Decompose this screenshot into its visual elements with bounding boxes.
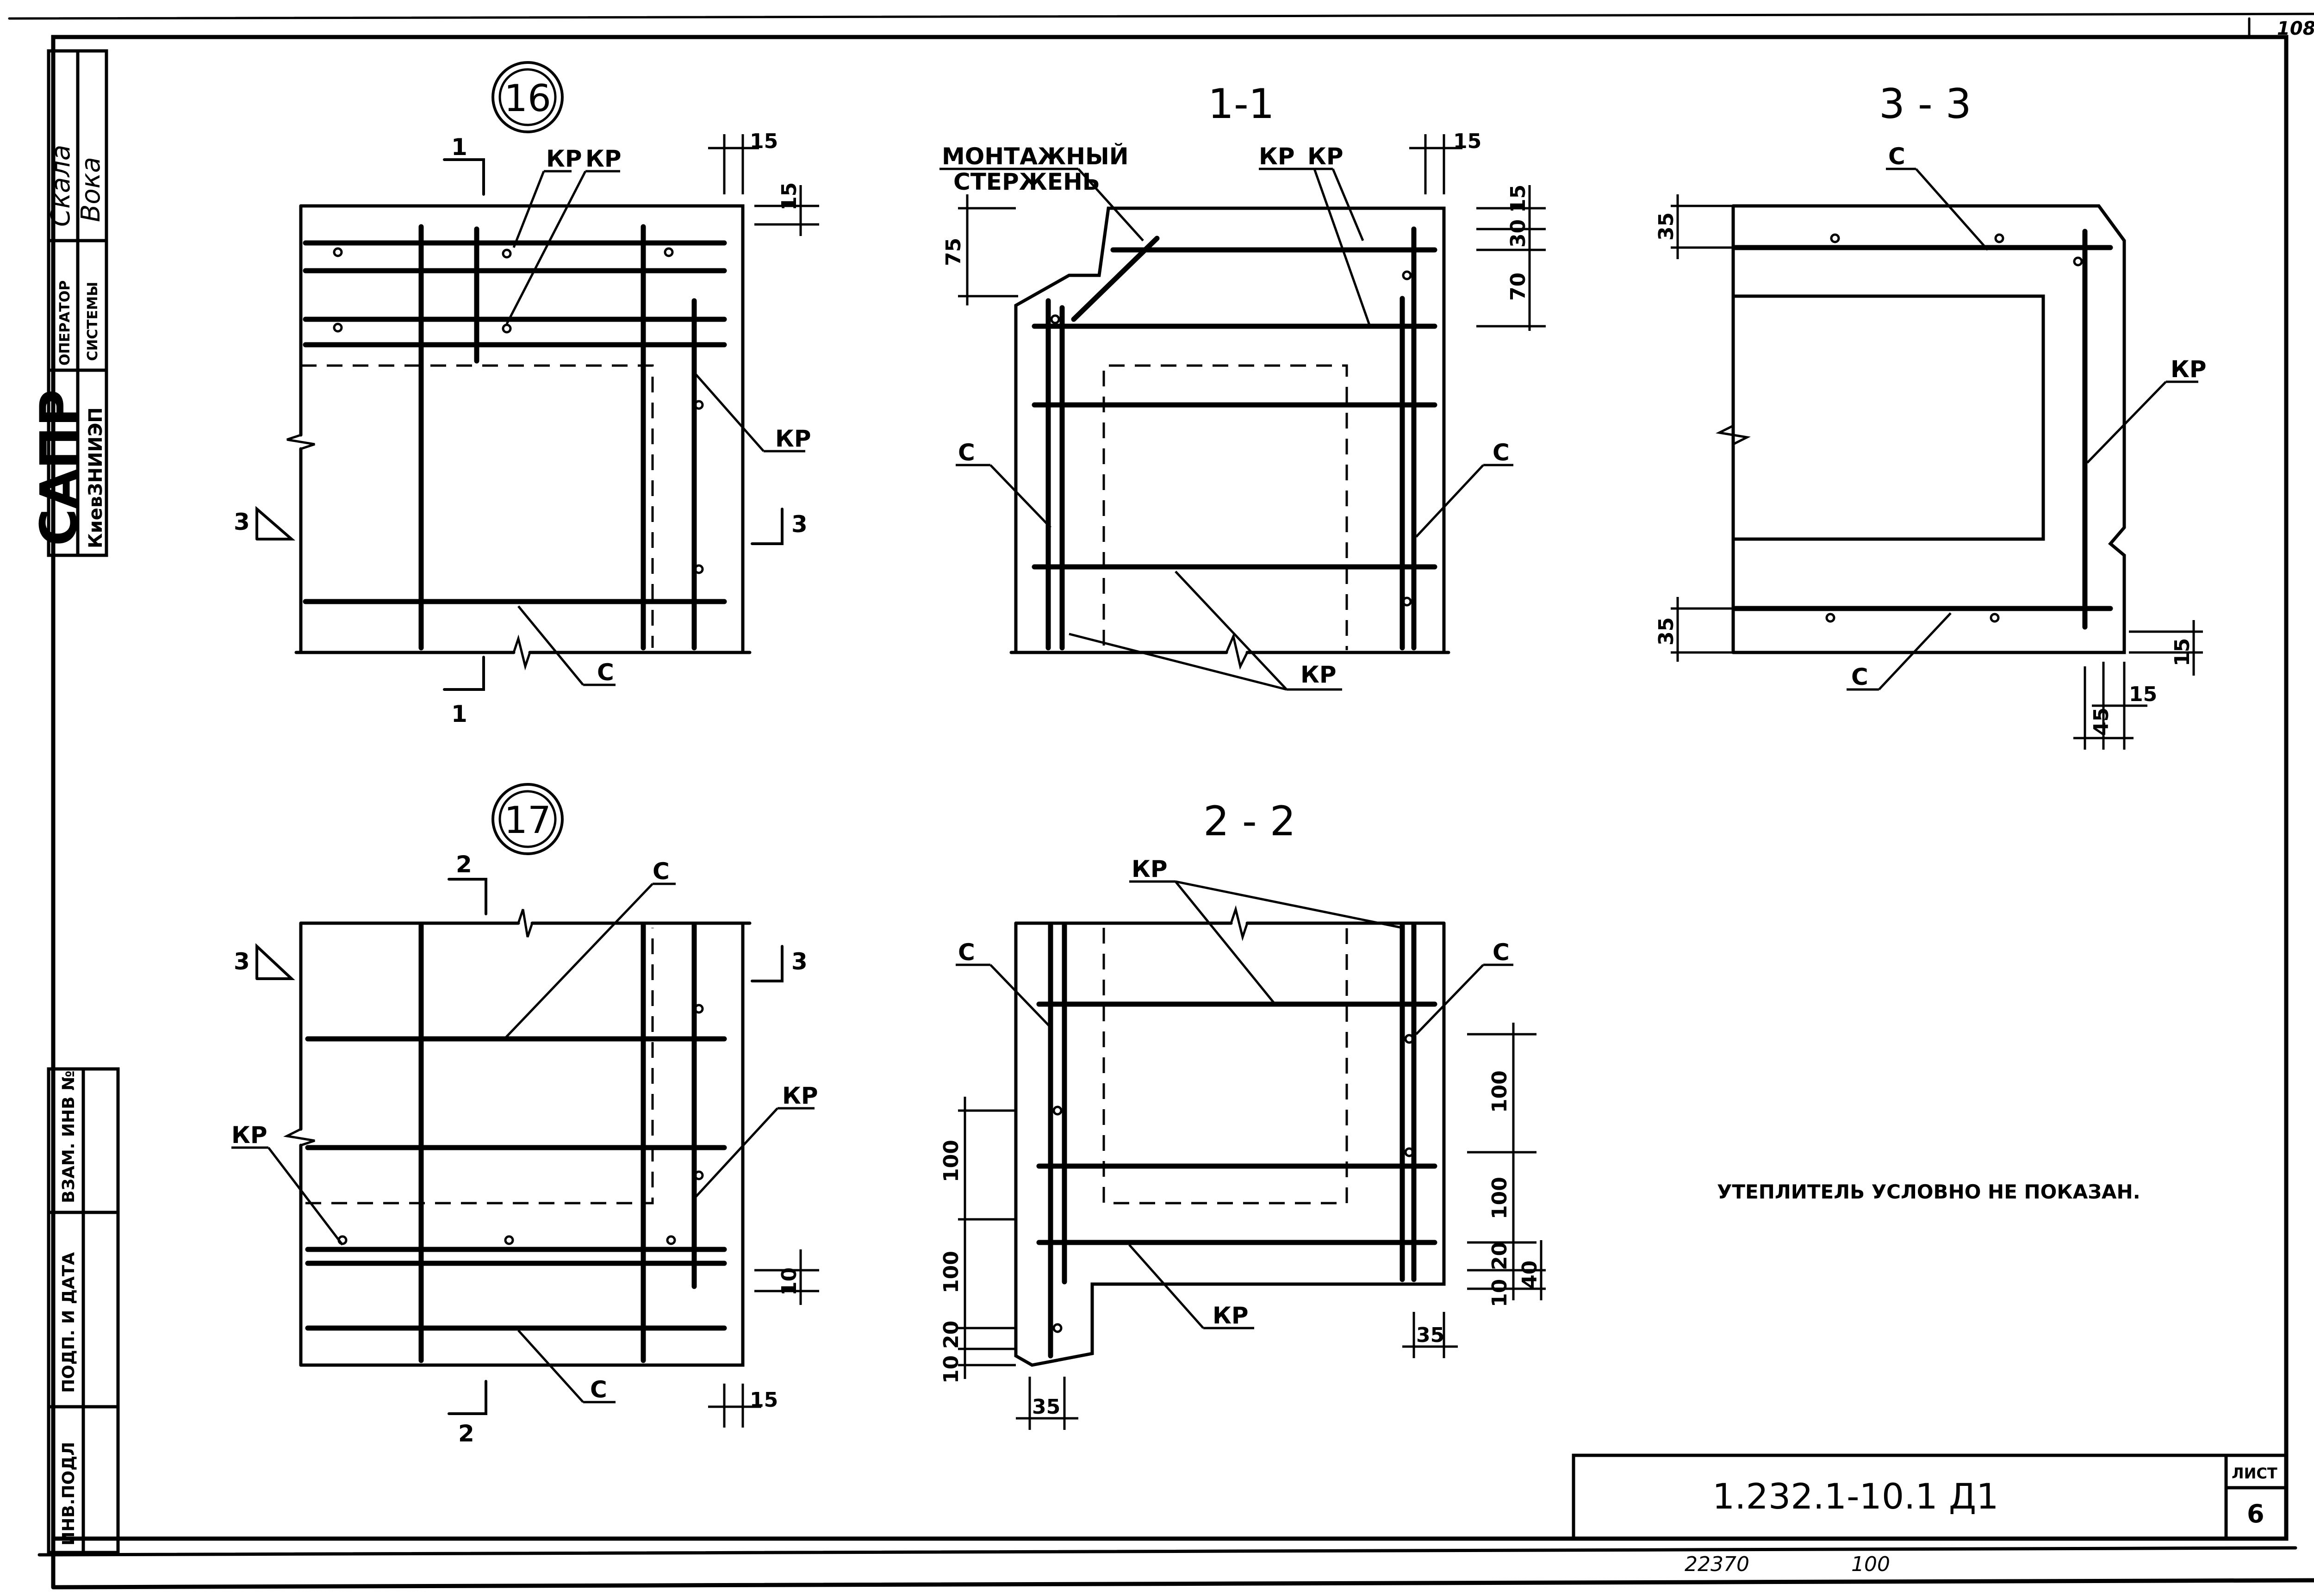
node-16-dim-a: 15: [750, 130, 778, 153]
sheet-number: 6: [2247, 1499, 2264, 1528]
node-16-cut3-left: 3: [234, 509, 250, 535]
node-16-kr-label-1: КР: [546, 145, 582, 172]
section-3-3-kr-label: КР: [2171, 356, 2207, 383]
section-1-1-dim-3: 30: [1506, 219, 1530, 248]
node-16-c-label: С: [597, 659, 614, 686]
section-3-3-dim-1: 35: [1655, 212, 1678, 241]
node-16-cut1-top: 1: [451, 134, 467, 161]
handwritten-signature-1: Скала: [46, 145, 76, 227]
node-17-kr-label-right: КР: [782, 1082, 818, 1109]
section-1-1-dim-1: 15: [1453, 130, 1481, 153]
section-2-2-dim-left-2: 100: [939, 1251, 963, 1293]
section-3-3-c-label-bottom: С: [1851, 664, 1868, 690]
section-2-2-title: 2 - 2: [1203, 797, 1296, 845]
section-3-3-title: 3 - 3: [1879, 80, 1972, 128]
general-note: УТЕПЛИТЕЛЬ УСЛОВНО НЕ ПОКАЗАН.: [1717, 1180, 2140, 1203]
node-16-number: 16: [504, 77, 551, 120]
section-3-3-dim-4: 15: [2129, 683, 2157, 706]
section-1-1-kr-label-bottom: КР: [1300, 661, 1337, 688]
section-3-3-dim-2: 35: [1655, 617, 1678, 646]
sheet-frame: 108: [8, 12, 2314, 1590]
node-17-cut3-right: 3: [791, 948, 808, 975]
section-2-2-dim-right-1: 100: [1488, 1070, 1512, 1113]
section-1-1-dim-5: 75: [942, 238, 965, 266]
section-1-1-title: 1-1: [1208, 80, 1275, 128]
title-stamp: 1.232.1-10.1 Д1 ЛИСТ 6 22370 100: [1572, 1453, 2288, 1576]
section-3-3-dim-5: 45: [2090, 708, 2113, 736]
section-2-2-kr-label-top: КР: [1132, 856, 1168, 882]
sheet-label: ЛИСТ: [2232, 1465, 2277, 1482]
left-title-strip: Скала Вока ОПЕРАТОР СИСТЕМЫ САПР КиевЗНИ…: [29, 49, 120, 1554]
podp-label: ПОДП. И ДАТА: [59, 1252, 78, 1393]
section-2-2-dim-bottom-right: 35: [1416, 1323, 1444, 1347]
node-17-kr-label-left: КР: [231, 1122, 267, 1149]
section-2-2-dim-right-4: 10: [1488, 1279, 1512, 1307]
node-17-c-label-bottom: С: [590, 1376, 607, 1403]
org-label: КиевЗНИИЭП: [85, 407, 106, 548]
node-16-cut3-right: 3: [791, 511, 808, 538]
node-17-c-label-top: С: [653, 858, 670, 885]
node-16-kr-label-3: КР: [775, 425, 811, 452]
section-2-2-dim-bottom-left: 35: [1032, 1395, 1060, 1419]
section-1-1-dim-4: 70: [1506, 273, 1530, 301]
section-1-1-c-label-left: С: [958, 439, 975, 466]
vzam-label: ВЗАМ. ИНВ №: [59, 1071, 78, 1203]
node-16-cut1-bottom: 1: [451, 701, 467, 727]
section-2-2-dim-left-3: 20: [939, 1321, 963, 1349]
section-1-1-c-label-right: С: [1493, 439, 1510, 466]
section-3-3-dim-3: 15: [2171, 638, 2194, 666]
section-2-2-c-label-left: С: [958, 939, 975, 966]
section-2-2-kr-label-bottom: КР: [1213, 1302, 1249, 1329]
inv-label: ИНВ.ПОДЛ: [59, 1442, 78, 1546]
node-17-cut2-top: 2: [456, 851, 472, 878]
operator-label: ОПЕРАТОР: [57, 280, 73, 366]
section-2-2-c-label-right: С: [1493, 939, 1510, 966]
node-17-view: 17 С КР КР С 2 2: [231, 783, 819, 1447]
bottom-note-2: 100: [1851, 1553, 1890, 1576]
node-16-view: 16 КР КР К: [234, 61, 819, 727]
system-label: СИСТЕМЫ: [85, 282, 101, 361]
section-2-2-dim-right-5: 40: [1518, 1261, 1542, 1289]
node-17-dim-b: 15: [750, 1388, 778, 1412]
node-17-cut2-bottom: 2: [458, 1420, 474, 1447]
section-3-3: 3 - 3 С КР С 35 35 15: [1655, 80, 2207, 750]
section-2-2-dim-right-2: 100: [1488, 1177, 1512, 1219]
section-2-2-dim-right-3: 20: [1488, 1242, 1512, 1270]
section-1-1-kr-label-2: КР: [1307, 143, 1344, 170]
section-2-2-dim-left-1: 100: [939, 1140, 963, 1182]
handwritten-signature-2: Вока: [76, 157, 106, 222]
section-1-1-dim-2: 15: [1506, 185, 1530, 213]
designation: 1.232.1-10.1 Д1: [1712, 1476, 1999, 1517]
section-1-1-kr-label-1: КР: [1259, 143, 1295, 170]
section-1-1: 1-1 МОНТАЖНЫЙ СТЕРЖЕНЬ КР КР С С: [939, 80, 1546, 691]
bottom-note: 22370: [1685, 1553, 1749, 1576]
mounting-bar-label-2: СТЕРЖЕНЬ: [953, 168, 1100, 195]
section-2-2: 2 - 2 КР С С КР 100: [939, 797, 1546, 1430]
mounting-bar-label-1: МОНТАЖНЫЙ: [942, 143, 1129, 170]
node-16-dim-b: 15: [778, 182, 801, 211]
corner-mark: 108: [2277, 18, 2314, 39]
node-17-number: 17: [504, 799, 551, 842]
node-16-kr-label-2: КР: [585, 145, 622, 172]
section-2-2-dim-left-4: 10: [939, 1355, 963, 1384]
section-3-3-c-label-top: С: [1888, 143, 1905, 170]
sapr-label: САПР: [29, 389, 88, 546]
node-17-dim-a: 10: [778, 1267, 801, 1296]
node-17-cut3-left: 3: [234, 948, 250, 975]
